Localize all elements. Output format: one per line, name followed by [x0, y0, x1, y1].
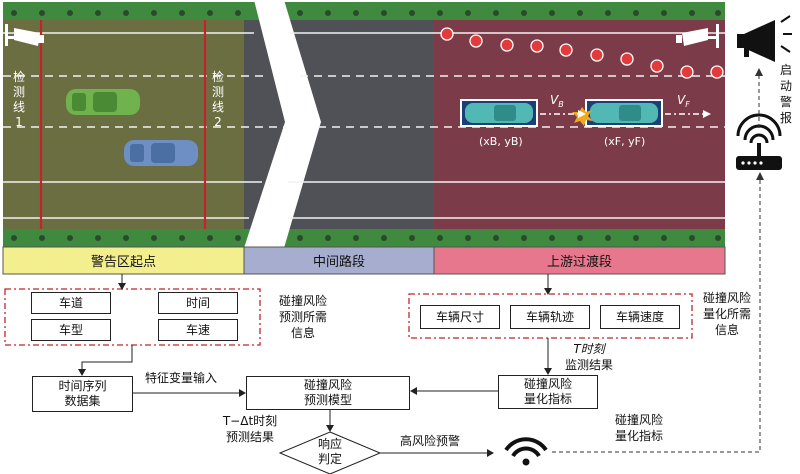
time-series-box: 时间序列 数据集 — [32, 376, 133, 412]
section-break-chevron — [244, 0, 321, 248]
front-car — [585, 99, 663, 127]
shoulder-studs — [11, 10, 721, 241]
upstream-bar — [433, 246, 726, 275]
speed-box: 车速 — [158, 319, 238, 341]
feature-input-label: 特征变量输入 — [145, 371, 218, 385]
green-car — [66, 89, 140, 115]
camera-icon-right — [676, 24, 719, 48]
section-middle: 中间路段 — [312, 255, 365, 270]
blue-car — [124, 140, 198, 166]
camera-icon-left — [5, 24, 44, 46]
t-monitor-label: T时刻 监测结果 — [565, 342, 614, 372]
prediction-model-box: 碰撞风险 预测模型 — [246, 376, 410, 410]
coord-b-label: (xB, yB) — [479, 135, 523, 148]
decision-diamond — [278, 431, 382, 474]
right-info-group — [408, 293, 693, 339]
time-box: 时间 — [158, 292, 238, 314]
coord-f-label: (xF, yF) — [604, 135, 645, 148]
quant-index-bottom-label: 碰撞风险 量化指标 — [615, 413, 664, 443]
vehicle-type-box: 车型 — [31, 319, 111, 341]
section-upstream: 上游过渡段 — [546, 255, 612, 270]
vehicle-speed-box: 车辆速度 — [600, 305, 680, 329]
bottom-shoulder — [3, 229, 725, 247]
vehicle-size-box: 车辆尺寸 — [420, 305, 500, 329]
t-predict-label: T−Δt时刻 预测结果 — [222, 414, 278, 444]
router-icon — [736, 113, 782, 170]
warning-start-bar — [2, 246, 245, 275]
warning-zone — [3, 20, 244, 229]
right-group-caption: 碰撞风险 量化所需 信息 — [702, 291, 751, 337]
vf-label: VF — [677, 93, 690, 109]
alarm-label: 启动 警报 — [779, 63, 792, 125]
following-car — [460, 99, 538, 127]
wifi-icon — [504, 437, 548, 458]
middle-bar — [243, 246, 435, 275]
section-warning-start: 警告区起点 — [90, 255, 156, 270]
vb-label: VB — [550, 93, 564, 109]
decision-label: 响应 判定 — [317, 437, 342, 466]
lane-lines — [3, 32, 725, 219]
top-shoulder — [3, 2, 725, 20]
megaphone-icon — [737, 15, 792, 62]
quantification-index-box: 碰撞风险 量化指标 — [498, 375, 598, 409]
collision-icon — [572, 107, 593, 126]
lane-box: 车道 — [31, 292, 111, 314]
vehicle-trajectory-box: 车辆轨迹 — [510, 305, 590, 329]
left-group-caption: 碰撞风险 预测所需 信息 — [278, 294, 327, 340]
traffic-cone-markers — [440, 27, 724, 79]
high-risk-warning-label: 高风险预警 — [400, 434, 461, 448]
